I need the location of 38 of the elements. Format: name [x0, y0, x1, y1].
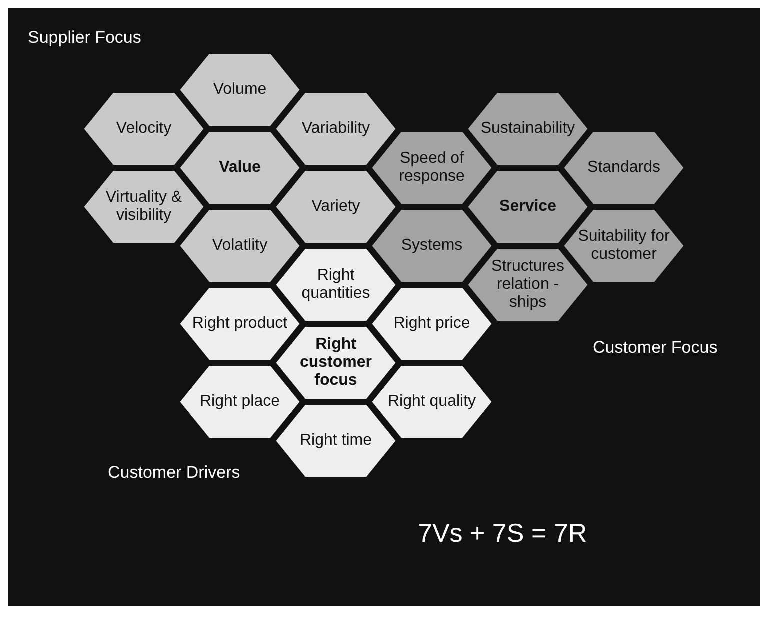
hexagon-tile	[178, 208, 302, 284]
tile-label: Right time	[300, 432, 372, 450]
tile-label: Right quality	[388, 393, 476, 411]
tile-label: Right price	[394, 315, 470, 333]
hexagon-tile	[370, 208, 494, 284]
hexagon-tile	[562, 208, 686, 284]
tile-label: Value	[219, 159, 261, 177]
tile-label: Systems	[401, 237, 463, 255]
tile-label: Standards	[588, 159, 660, 177]
tile-label: Velocity	[116, 120, 172, 138]
tile-label: Right customer focus	[298, 336, 374, 390]
hexagon-tile	[370, 286, 494, 362]
equation-text: 7Vs + 7S = 7R	[418, 518, 588, 549]
tile-label: Virtuality & visibility	[104, 189, 184, 225]
tile-label: Right quantities	[300, 267, 372, 303]
tile-label: Right place	[200, 393, 280, 411]
tile-label: Variability	[302, 120, 370, 138]
tile-label: Volatlity	[212, 237, 268, 255]
hexagon-tile	[274, 169, 398, 245]
group-label: Customer Drivers	[108, 463, 240, 483]
hexagon-tile	[370, 364, 494, 440]
hexagon-tile	[82, 169, 206, 245]
tile-label: Sustainability	[480, 120, 576, 138]
tile-label: Volume	[213, 81, 267, 99]
hexagon-tile	[82, 91, 206, 167]
hexagon-tile	[178, 364, 302, 440]
tile-label: Suitability for customer	[577, 228, 671, 264]
hexagon-tile	[466, 91, 590, 167]
tile-label: Speed of response	[398, 150, 466, 186]
tile-label: Right product	[192, 315, 288, 333]
hexagon-tile	[178, 286, 302, 362]
tile-label: Variety	[312, 198, 360, 216]
group-label: Customer Focus	[593, 338, 718, 358]
hexagon-tile	[274, 91, 398, 167]
tile-label: Service	[500, 198, 556, 216]
tile-label: Structures relation -ships	[490, 258, 566, 312]
group-label: Supplier Focus	[28, 28, 142, 48]
hexagon-tile	[178, 52, 302, 128]
